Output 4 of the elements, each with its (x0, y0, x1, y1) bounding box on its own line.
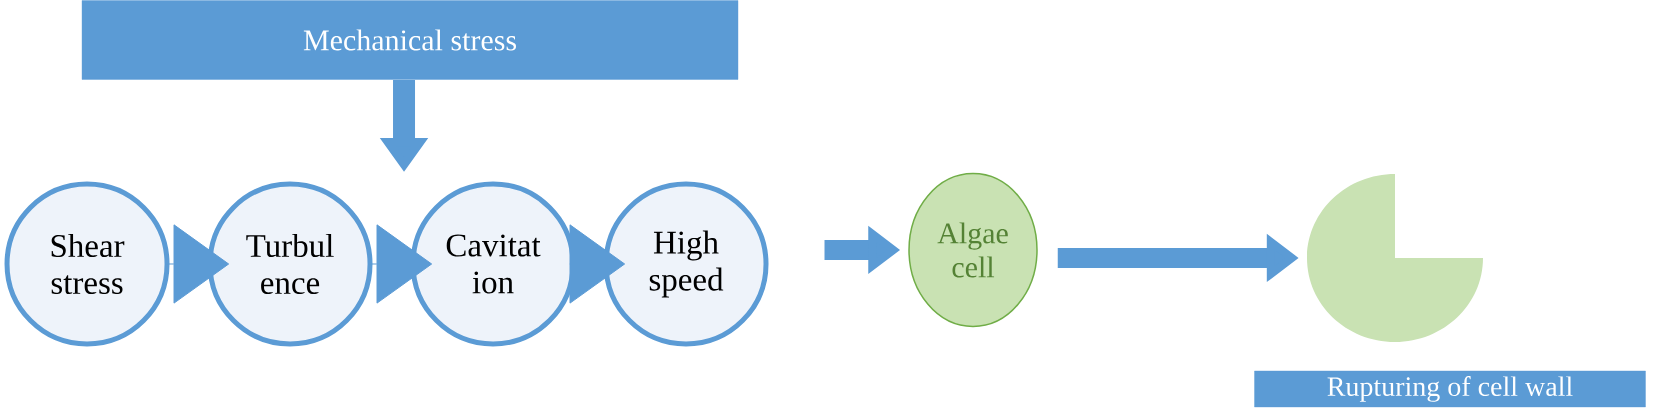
chevron-arrow (569, 224, 626, 304)
caption-bar: Rupturing of cell wall (1254, 370, 1646, 408)
ruptured-cell (1307, 174, 1483, 342)
title-bar: Mechanical stress (81, 0, 739, 80)
